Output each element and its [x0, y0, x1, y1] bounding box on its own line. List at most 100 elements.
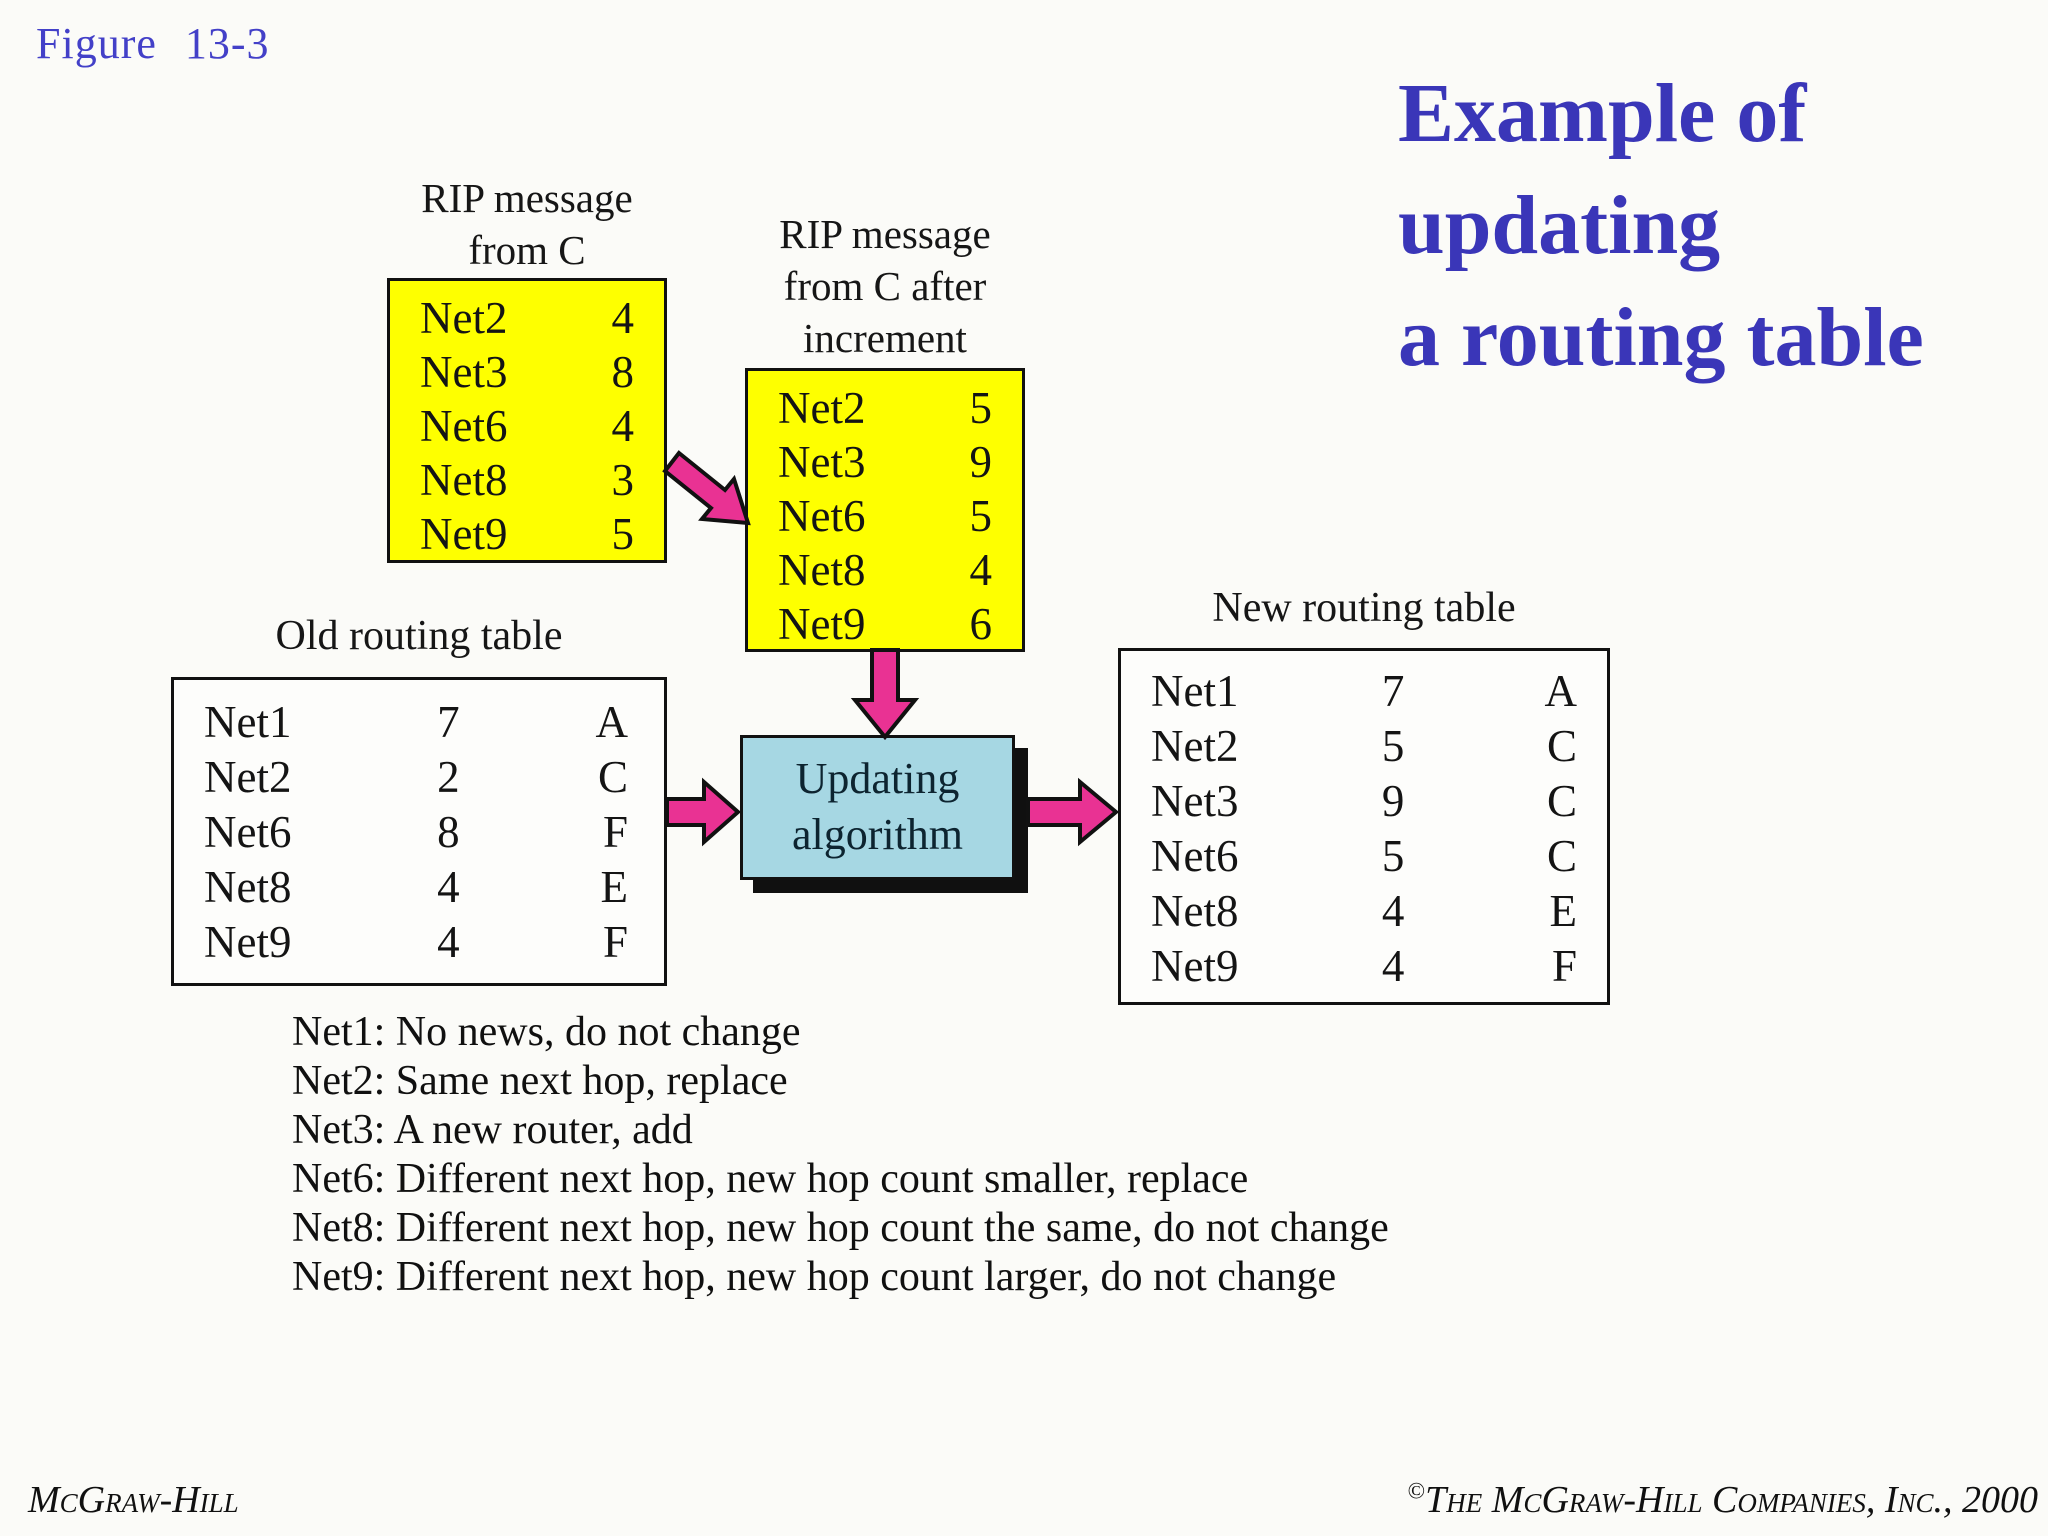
network-label: Net8: [204, 861, 292, 912]
table-row: Net6 4: [390, 399, 664, 453]
table-row: Net8 4: [748, 543, 1022, 597]
table-row: Net9 4 F: [1121, 938, 1607, 993]
network-label: Net6: [420, 401, 508, 451]
next-hop-router: E: [600, 861, 628, 912]
copyright-footer: ©The McGraw-Hill Companies, Inc., 2000: [1408, 1478, 2038, 1522]
hop-count-value: 4: [1381, 940, 1405, 991]
next-hop-router: F: [602, 806, 628, 857]
hop-count-value: 2: [437, 751, 460, 802]
hop-count-value: 4: [437, 916, 460, 967]
network-label: Net2: [420, 293, 508, 343]
caption-line: RIP message: [779, 211, 991, 257]
network-label: Net9: [1151, 940, 1239, 991]
next-hop-router: A: [595, 696, 628, 747]
hop-count-value: 9: [969, 437, 993, 487]
old-table-to-algorithm-arrow-icon: [665, 777, 742, 847]
table-row: Net1 7 A: [174, 694, 664, 749]
hop-count-value: 5: [969, 491, 993, 541]
next-hop-router: C: [1546, 830, 1577, 881]
next-hop-router: C: [1546, 775, 1577, 826]
table-row: Net2 5 C: [1121, 718, 1607, 773]
hop-count-value: 4: [1381, 885, 1405, 936]
network-label: Net3: [778, 437, 866, 487]
title-line-2: updating: [1398, 179, 1721, 272]
hop-count-value: 6: [969, 599, 993, 649]
note-line: Net3: A new router, add: [292, 1107, 693, 1153]
title-line-3: a routing table: [1398, 291, 1924, 384]
table-row: Net6 8 F: [174, 804, 664, 859]
hop-count-value: 4: [969, 545, 993, 595]
table-row: Net1 7 A: [1121, 663, 1607, 718]
rip-message-c-after-table: Net2 5 Net3 9 Net6 5 Net8 4 Net9 6: [745, 368, 1025, 652]
table-row: Net6 5: [748, 489, 1022, 543]
network-label: Net6: [778, 491, 866, 541]
updating-algorithm-box: Updating algorithm: [740, 735, 1015, 880]
next-hop-router: A: [1544, 665, 1577, 716]
network-label: Net3: [420, 347, 508, 397]
copyright-symbol: ©: [1407, 1478, 1426, 1504]
caption-line: RIP message: [421, 175, 633, 221]
page-title: Example of updating a routing table: [1398, 58, 2048, 394]
algorithm-to-new-table-arrow-icon: [1026, 777, 1120, 847]
network-label: Net6: [204, 806, 292, 857]
table-row: Net9 4 F: [174, 914, 664, 969]
network-label: Net1: [204, 696, 292, 747]
hop-count-value: 5: [1381, 830, 1405, 881]
hop-count-value: 8: [611, 347, 635, 397]
rip-to-algorithm-arrow-icon: [850, 648, 920, 741]
publisher-footer: McGraw-Hill: [28, 1479, 239, 1521]
network-label: Net1: [1151, 665, 1239, 716]
caption-line: from C after: [783, 263, 987, 309]
network-label: Net3: [1151, 775, 1239, 826]
hop-count-value: 5: [969, 383, 993, 433]
next-hop-router: C: [597, 751, 628, 802]
hop-count-value: 5: [611, 509, 635, 559]
hop-count-value: 5: [1381, 720, 1405, 771]
hop-count-value: 4: [611, 401, 635, 451]
network-label: Net8: [778, 545, 866, 595]
table-row: Net9 6: [748, 597, 1022, 651]
new-routing-table-caption: New routing table: [1212, 585, 1516, 631]
rip-increment-arrow-icon: [662, 450, 751, 526]
table-row: Net3 9 C: [1121, 773, 1607, 828]
old-routing-table: Net1 7 A Net2 2 C Net6 8 F Net8 4 E Net9…: [171, 677, 667, 986]
table-row: Net8 4 E: [174, 859, 664, 914]
network-label: Net9: [778, 599, 866, 649]
next-hop-router: F: [1551, 940, 1577, 991]
copyright-text: The McGraw-Hill Companies, Inc., 2000: [1425, 1479, 2038, 1521]
hop-count-value: 4: [611, 293, 635, 343]
rip-message-c-after-caption: RIP message from C after increment: [685, 208, 1085, 364]
network-label: Net9: [420, 509, 508, 559]
rip-message-c-table: Net2 4 Net3 8 Net6 4 Net8 3 Net9 5: [387, 278, 667, 563]
algorithm-label-line: Updating: [795, 754, 960, 803]
table-row: Net3 8: [390, 345, 664, 399]
note-line: Net9: Different next hop, new hop count …: [292, 1254, 1337, 1300]
figure-label: Figure 13-3: [36, 19, 270, 68]
rip-message-c-caption: RIP message from C: [327, 172, 727, 276]
table-row: Net2 2 C: [174, 749, 664, 804]
next-hop-router: E: [1549, 885, 1577, 936]
caption-line: from C: [468, 227, 586, 273]
next-hop-router: F: [602, 916, 628, 967]
table-row: Net9 5: [390, 507, 664, 561]
table-row: Net3 9: [748, 435, 1022, 489]
note-line: Net2: Same next hop, replace: [292, 1058, 788, 1104]
network-label: Net8: [1151, 885, 1239, 936]
hop-count-value: 3: [611, 455, 635, 505]
title-line-1: Example of: [1398, 67, 1807, 160]
hop-count-value: 8: [437, 806, 460, 857]
hop-count-value: 4: [437, 861, 460, 912]
network-label: Net8: [420, 455, 508, 505]
table-row: Net8 4 E: [1121, 883, 1607, 938]
network-label: Net9: [204, 916, 292, 967]
hop-count-value: 9: [1381, 775, 1405, 826]
algorithm-label-line: algorithm: [791, 810, 964, 859]
note-line: Net1: No news, do not change: [292, 1009, 801, 1055]
note-line: Net6: Different next hop, new hop count …: [292, 1156, 1249, 1202]
table-row: Net2 5: [748, 381, 1022, 435]
network-label: Net2: [204, 751, 292, 802]
old-routing-table-caption: Old routing table: [275, 613, 563, 659]
table-row: Net8 3: [390, 453, 664, 507]
